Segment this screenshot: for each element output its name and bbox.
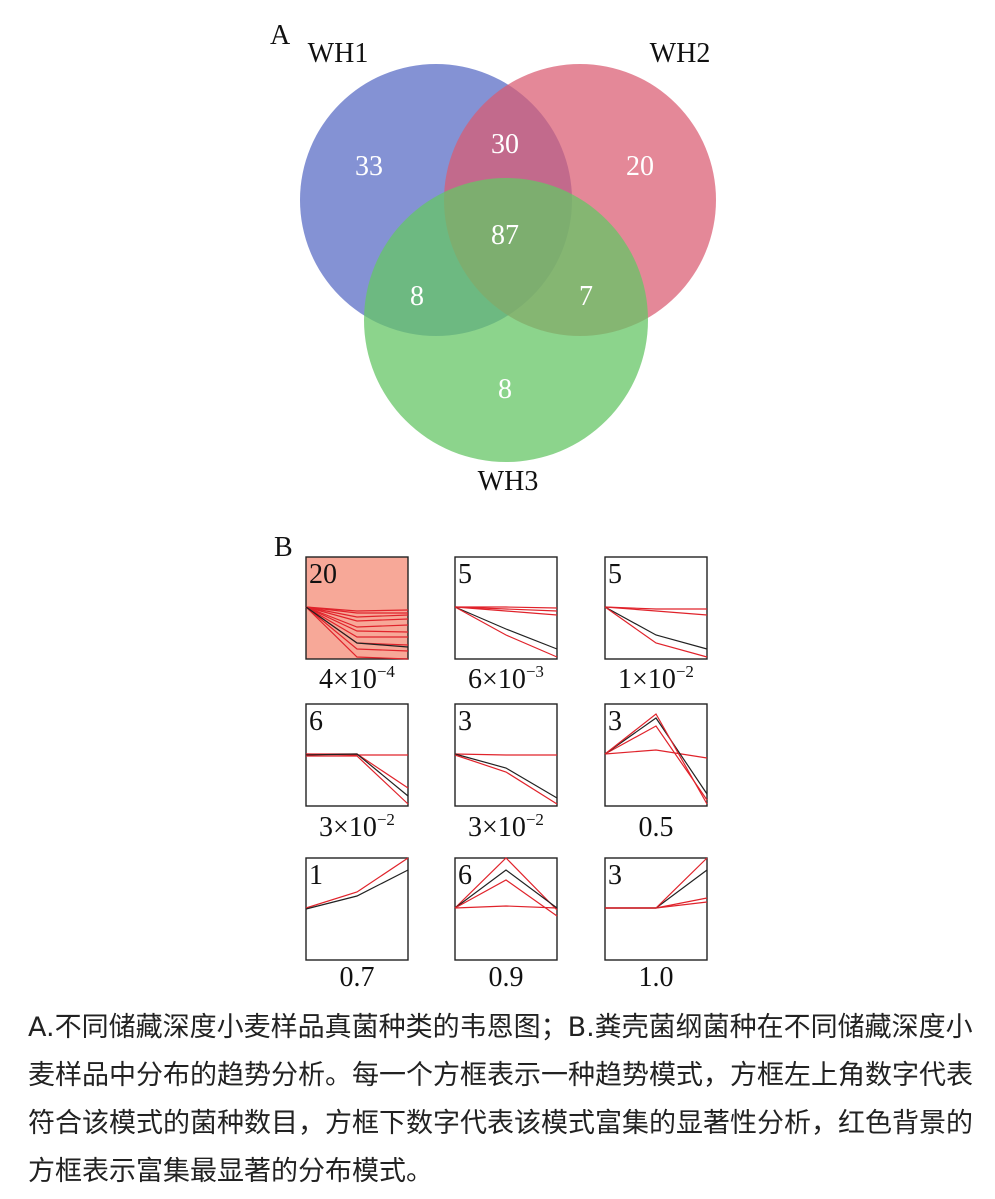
trend-count: 6 — [458, 860, 472, 891]
trend-significance: 0.9 — [489, 962, 524, 993]
trend-box: 20 4×10−4 — [305, 556, 409, 695]
trend-line — [454, 905, 558, 909]
trend-panel: B 20 4×10−4 — [274, 532, 708, 993]
venn-count-wh1-wh3: 8 — [410, 281, 424, 312]
venn-count-wh2-only: 20 — [626, 151, 654, 182]
trend-box: 6 3×10−2 — [305, 703, 409, 843]
trend-line — [305, 606, 409, 633]
trend-box: 1 0.7 — [305, 857, 409, 993]
trend-line — [454, 754, 558, 805]
trend-line — [305, 606, 409, 612]
trend-significance: 1.0 — [639, 962, 674, 993]
trend-line — [604, 749, 708, 759]
trend-line — [454, 753, 557, 756]
trend-line — [305, 606, 409, 628]
trend-box: 3 1.0 — [604, 857, 708, 993]
trend-line — [604, 606, 708, 616]
trend-count: 5 — [458, 559, 472, 590]
trend-significance: 3×10−2 — [468, 810, 544, 843]
trend-significance: 3×10−2 — [319, 810, 395, 843]
trend-count: 5 — [608, 559, 622, 590]
trend-box: 3 3×10−2 — [454, 703, 558, 843]
venn-circle-wh3 — [364, 178, 648, 462]
venn-label-wh3: WH3 — [478, 466, 539, 497]
trend-line — [604, 606, 707, 610]
trend-count: 3 — [608, 860, 622, 891]
trend-significance: 0.7 — [340, 962, 375, 993]
trend-line — [305, 606, 409, 652]
venn-count-wh1-only: 33 — [355, 151, 383, 182]
trend-line — [305, 753, 409, 797]
figure-caption: A.不同储藏深度小麦样品真菌种类的韦恩图；B.粪壳菌纲菌种在不同储藏深度小麦样品… — [28, 1012, 973, 1187]
trend-significance: 6×10−3 — [468, 662, 544, 695]
trend-line — [604, 606, 708, 658]
trend-line — [604, 606, 708, 650]
trend-line — [305, 606, 408, 638]
trend-box: 6 0.9 — [454, 857, 558, 993]
trend-line — [305, 857, 409, 909]
trend-line — [454, 857, 558, 911]
panel-b-label: B — [274, 532, 293, 563]
trend-line — [454, 606, 558, 650]
trend-line — [605, 857, 708, 909]
trend-count: 20 — [309, 559, 337, 590]
trend-line — [305, 606, 409, 622]
trend-line — [604, 713, 708, 805]
trend-line — [604, 725, 708, 801]
venn-label-wh2: WH2 — [650, 38, 711, 69]
trend-line — [305, 606, 408, 614]
trend-box-frame — [454, 857, 558, 961]
trend-line — [454, 879, 558, 917]
trend-count: 6 — [309, 706, 323, 737]
venn-count-wh3-only: 8 — [498, 374, 512, 405]
trend-box: 5 1×10−2 — [604, 556, 708, 695]
trend-line — [454, 869, 558, 909]
trend-significance: 4×10−4 — [319, 662, 395, 695]
trend-line — [305, 869, 409, 910]
trend-count: 1 — [309, 860, 323, 891]
trend-line — [305, 606, 409, 648]
venn-count-all: 87 — [491, 220, 519, 251]
trend-count: 3 — [608, 706, 622, 737]
trend-line — [455, 606, 558, 609]
venn-label-wh1: WH1 — [308, 38, 369, 69]
venn-diagram: A WH1 WH2 WH3 33 20 8 30 8 7 87 — [270, 20, 716, 497]
trend-line — [454, 606, 558, 616]
trend-count: 3 — [458, 706, 472, 737]
trend-line — [306, 755, 409, 805]
trend-box-frame — [305, 857, 409, 961]
trend-significance: 0.5 — [639, 812, 674, 843]
trend-line — [604, 717, 708, 795]
trend-line — [454, 606, 558, 612]
trend-line — [305, 606, 409, 618]
venn-count-wh1-wh2: 30 — [491, 129, 519, 160]
trend-box: 5 6×10−3 — [454, 556, 558, 695]
venn-count-wh2-wh3: 7 — [579, 281, 593, 312]
trend-box: 3 0.5 — [604, 703, 708, 843]
figure: A WH1 WH2 WH3 33 20 8 30 8 7 87 B — [270, 20, 716, 993]
trend-line — [454, 753, 558, 799]
trend-line — [305, 606, 409, 660]
trend-line — [454, 606, 558, 658]
panel-a-label: A — [270, 20, 291, 51]
trend-significance: 1×10−2 — [618, 662, 694, 695]
